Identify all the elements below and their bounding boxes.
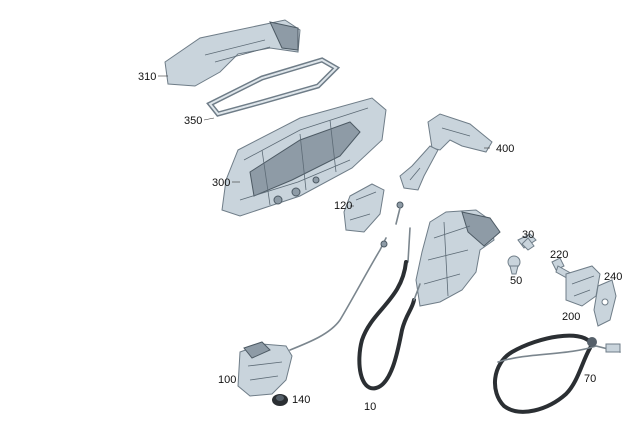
part-10-bowden-cable	[357, 227, 421, 391]
label-240: 240	[604, 271, 622, 283]
label-100: 100	[218, 374, 236, 386]
part-30-bolt	[517, 233, 537, 251]
part-50-screw	[507, 255, 521, 275]
part-70-release-cable	[492, 333, 621, 414]
part-actuator-pull-wire	[289, 237, 388, 351]
label-70: 70	[584, 373, 596, 385]
part-door-lock	[415, 209, 501, 307]
part-310-door-handle	[164, 19, 301, 87]
label-350: 350	[184, 115, 202, 127]
part-300-handle-carrier	[221, 97, 387, 217]
label-10: 10	[364, 401, 376, 413]
part-100-actuator	[237, 341, 293, 397]
label-310: 310	[138, 71, 156, 83]
label-400: 400	[496, 143, 514, 155]
part-350-handle-seal	[206, 57, 341, 117]
part-120-mounting-bracket	[343, 183, 404, 233]
label-200: 200	[562, 311, 580, 323]
label-30: 30	[522, 229, 534, 241]
label-300: 300	[212, 177, 230, 189]
leader-lines	[158, 75, 490, 207]
label-50: 50	[510, 275, 522, 287]
part-240-shim-plate	[593, 279, 617, 327]
label-140: 140	[292, 394, 310, 406]
part-140-grommet	[272, 394, 288, 406]
label-120: 120	[334, 200, 352, 212]
label-220: 220	[550, 249, 568, 261]
part-200-striker	[565, 265, 601, 307]
part-400-bracket	[399, 113, 493, 191]
